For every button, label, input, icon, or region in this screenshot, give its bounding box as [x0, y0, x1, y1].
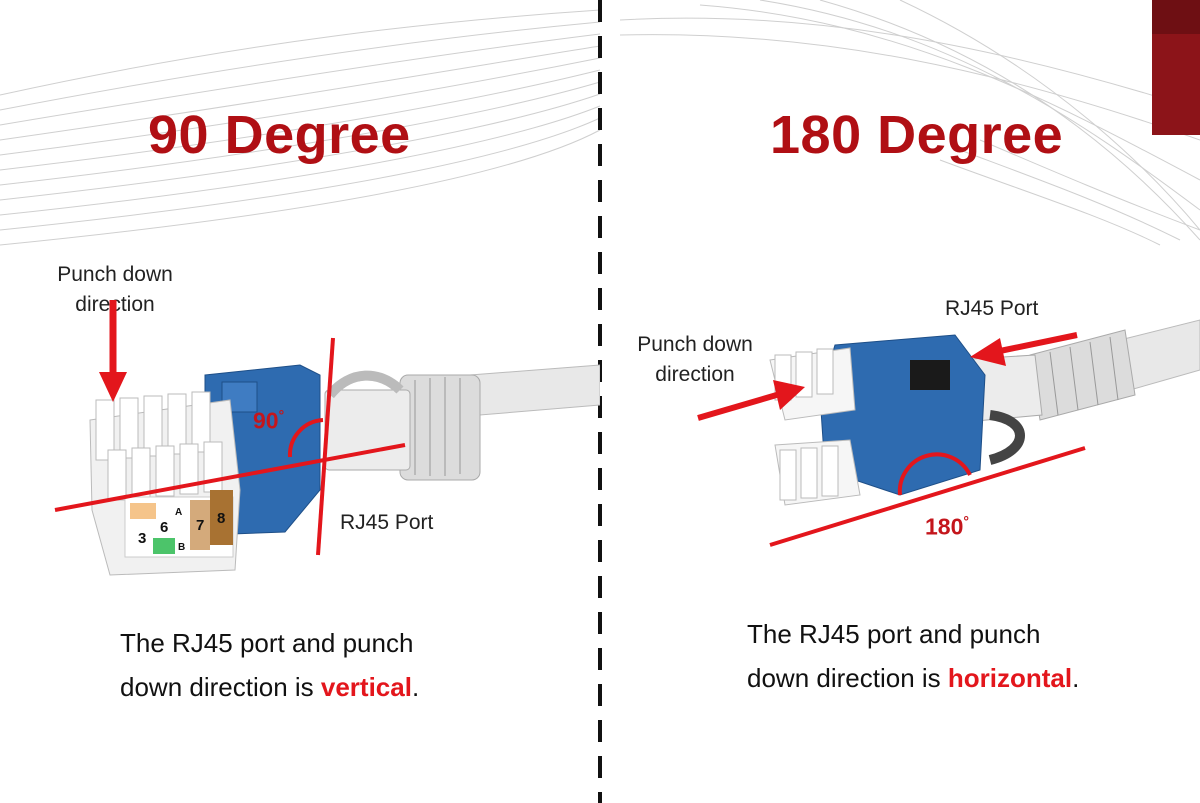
right-port-arrow-head [970, 338, 1006, 366]
right-caption: The RJ45 port and punch down direction i… [747, 612, 1079, 700]
left-cable [469, 364, 600, 416]
right-caption-prefix: down direction is [747, 663, 948, 693]
left-pin-label-8: 8 [217, 510, 225, 527]
right-port-arrow-shaft [994, 332, 1078, 355]
left-pin-label-a: A [175, 507, 182, 518]
left-port-label: RJ45 Port [340, 511, 434, 534]
right-keystone-illustration [697, 319, 1200, 547]
right-caption-suffix: . [1072, 663, 1080, 693]
right-punch-label-line1: Punch down [637, 333, 753, 356]
right-title: 180 Degree [770, 105, 1064, 165]
right-angle-arc [897, 452, 972, 496]
right-punch-label: Punch down direction [620, 330, 770, 390]
right-angle-value: 180 [925, 513, 964, 540]
left-pin-label-3: 3 [138, 530, 146, 547]
left-caption-highlight: vertical [320, 672, 412, 702]
corner-block [1152, 34, 1200, 135]
left-vertical-reference-line [316, 337, 335, 556]
left-caption: The RJ45 port and punch down direction i… [120, 621, 419, 709]
corner-block-top [1152, 0, 1200, 34]
right-horizontal-reference-line [769, 446, 1086, 547]
left-title: 90 Degree [148, 105, 411, 165]
right-caption-line1: The RJ45 port and punch [747, 619, 1041, 649]
right-angle-unit: ° [963, 513, 969, 529]
left-pin-swatch-brown [210, 490, 233, 545]
left-punch-label-line1: Punch down [57, 263, 173, 286]
left-pin-swatch-green [153, 538, 175, 554]
left-angle-label: 90° [253, 407, 284, 435]
left-caption-line1: The RJ45 port and punch [120, 628, 414, 658]
left-keystone-illustration: 3 6 7 8 A B [54, 300, 600, 576]
left-caption-line2: down direction is vertical. [120, 665, 419, 709]
right-angle-label: 180° [925, 513, 969, 541]
right-caption-highlight: horizontal [947, 663, 1073, 693]
left-punch-label: Punch down direction [40, 260, 190, 320]
left-pin-label-7: 7 [196, 517, 204, 534]
left-angle-value: 90 [253, 407, 279, 434]
left-pin-label-6: 6 [160, 519, 168, 536]
right-port-label: RJ45 Port [945, 297, 1039, 320]
left-angle-unit: ° [278, 407, 285, 423]
left-horizontal-reference-line [54, 443, 406, 512]
right-punch-arrow-head [773, 380, 805, 410]
left-plug-latch [326, 370, 404, 399]
right-plug-boot [1029, 329, 1136, 421]
left-pin-swatch-orange [130, 503, 156, 519]
right-idc-bottom-teeth [779, 445, 839, 501]
right-keystone-port-opening [910, 360, 950, 390]
left-pin-label-b: B [178, 542, 185, 553]
right-punch-arrow-shaft [697, 391, 781, 421]
dashed-divider [598, 0, 602, 803]
right-plug-latch [988, 410, 1025, 465]
left-pin-swatch-brown-stripe [190, 500, 210, 550]
left-caption-suffix: . [411, 672, 420, 702]
left-caption-prefix: down direction is [120, 672, 321, 702]
right-punch-label-line2: direction [655, 363, 735, 386]
right-caption-line2: down direction is horizontal. [747, 656, 1079, 700]
left-angle-arc [287, 418, 324, 458]
left-plug-boot [399, 374, 481, 481]
left-punch-arrow-head [99, 372, 127, 402]
